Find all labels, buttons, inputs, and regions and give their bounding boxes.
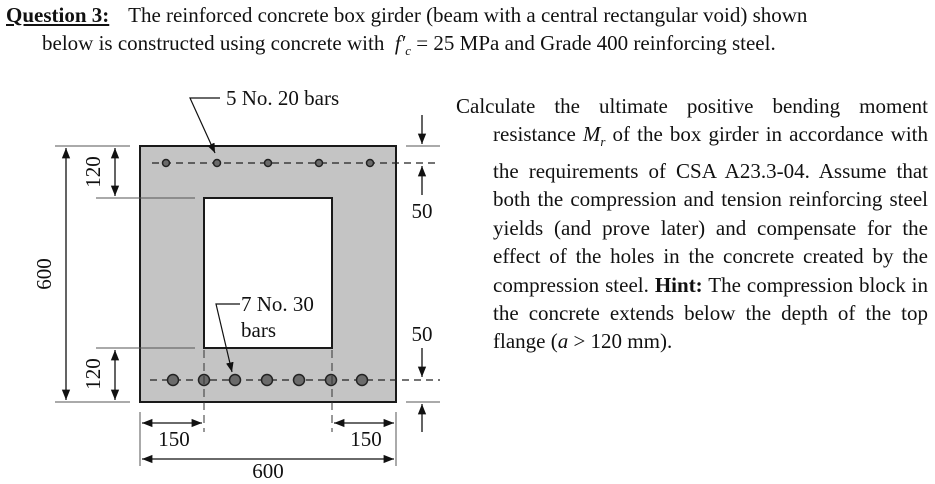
bottom-bars [166,373,369,387]
dim-bottom-flange-label: 120 [81,358,105,390]
bottom-bar [292,373,306,387]
top-bar [161,158,171,168]
dim-top-cover-label: 50 [412,199,433,223]
bottom-bar [228,373,242,387]
bottom-bars-label-line2: bars [241,318,276,342]
top-bar [212,158,222,168]
top-bar [263,158,273,168]
top-bars [161,158,375,168]
header-line2-prefix: below is constructed using concrete with [42,31,385,55]
top-bar [365,158,375,168]
bottom-bar [355,373,369,387]
dim-height-label: 600 [32,258,56,290]
dim-bottom-cover-label: 50 [412,322,433,346]
top-bars-leader [189,97,220,154]
mr-symbol: Mr [582,122,606,150]
problem-statement: Calculate the ultimate positive bending … [456,92,928,356]
bottom-bars-label-line1: 7 No. 30 [241,292,314,316]
header-line-2: below is constructed using concrete with… [42,30,776,64]
header-line-1: Question 3: The reinforced concrete box … [6,2,807,29]
bottom-bar [260,373,274,387]
header-line1-text: The reinforced concrete box girder (beam… [128,3,808,27]
header-line2-suffix: = 25 MPa and Grade 400 reinforcing steel… [416,31,776,55]
hint-label: Hint: [654,272,703,297]
central-void [203,197,333,349]
dim-right-web-label: 150 [350,427,382,451]
dim-left-web-label: 150 [158,427,190,451]
fc-symbol: f′c [394,31,412,59]
dim-width-label: 600 [252,459,284,483]
question-label: Question 3: [6,3,110,27]
bottom-bar [324,373,338,387]
bottom-bar [166,373,180,387]
bottom-bars-leader [215,303,240,373]
problem-paragraph: Calculate the ultimate positive bending … [456,94,929,354]
top-bar [314,158,324,168]
dim-top-flange-label: 120 [81,156,105,188]
top-bars-label: 5 No. 20 bars [226,86,339,110]
